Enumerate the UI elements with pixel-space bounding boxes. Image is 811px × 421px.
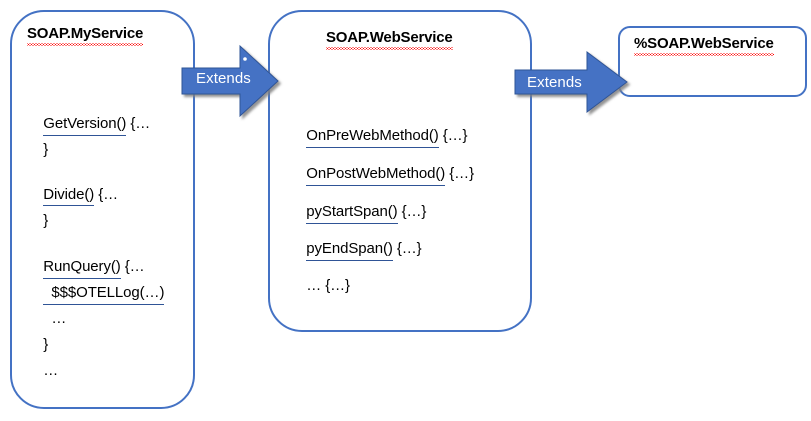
class-title-soap-myservice: SOAP.MyService <box>27 25 144 46</box>
member-suffix: {…} <box>397 203 427 220</box>
member-ellipsis-tail: … <box>27 345 58 396</box>
member-ellipsis: … {…} <box>290 260 350 311</box>
member-getversion-close: } <box>27 124 48 175</box>
class-box-soap-webservice[interactable] <box>268 10 532 332</box>
member-getversion: GetVersion() {… <box>27 98 150 149</box>
member-name: GetVersion() <box>43 115 127 136</box>
member-name: … <box>43 362 59 379</box>
member-name: } <box>43 336 49 353</box>
member-runquery-close: } <box>27 319 48 370</box>
class-title-percent-soap-webservice: %SOAP.WebService <box>634 35 774 56</box>
member-runquery: RunQuery() {… <box>27 241 145 292</box>
extends-arrow-2[interactable] <box>514 51 637 122</box>
class-title-text: SOAP.MyService <box>27 25 144 46</box>
member-suffix: {…} <box>445 165 474 182</box>
extends-arrow-1[interactable] <box>181 44 288 126</box>
member-name: pyEndSpan() <box>306 240 394 261</box>
member-onprewebmethod: OnPreWebMethod() {…} <box>290 110 468 161</box>
class-title-text: SOAP.WebService <box>326 29 453 50</box>
class-title-soap-webservice: SOAP.WebService <box>326 29 453 50</box>
class-box-percent-soap-webservice[interactable] <box>618 26 807 97</box>
member-name: pyStartSpan() <box>306 203 398 224</box>
member-name: $$$OTELLog(…) <box>43 284 165 305</box>
member-name: … {…} <box>306 277 350 294</box>
member-suffix: {…} <box>392 240 422 257</box>
member-name: } <box>43 141 49 158</box>
class-box-soap-myservice[interactable] <box>10 10 195 409</box>
member-pystartspan: pyStartSpan() {…} <box>290 186 426 237</box>
member-suffix: {…} <box>438 127 468 144</box>
member-name: } <box>43 212 49 229</box>
member-suffix: {… <box>120 258 145 275</box>
member-name: Divide() <box>43 186 95 206</box>
member-name: RunQuery() <box>43 258 122 279</box>
member-pyendspan: pyEndSpan() {…} <box>290 223 422 274</box>
class-title-text: %SOAP.WebService <box>634 35 774 56</box>
member-suffix: {… <box>126 115 151 132</box>
member-name: OnPreWebMethod() <box>306 127 440 148</box>
member-onpostwebmethod: OnPostWebMethod() {…} <box>290 148 474 199</box>
member-name: OnPostWebMethod() <box>306 165 446 186</box>
extends-arrow-2-label: Extends <box>527 74 582 91</box>
member-divide-close: } <box>27 195 48 246</box>
member-divide: Divide() {… <box>27 169 118 220</box>
member-suffix: {… <box>94 186 119 203</box>
member-otellog: $$$OTELLog(…) <box>27 267 164 318</box>
member-name: … <box>43 310 67 327</box>
member-ellipsis-body: … <box>27 293 66 344</box>
extends-arrow-1-label: Extends <box>196 70 251 87</box>
